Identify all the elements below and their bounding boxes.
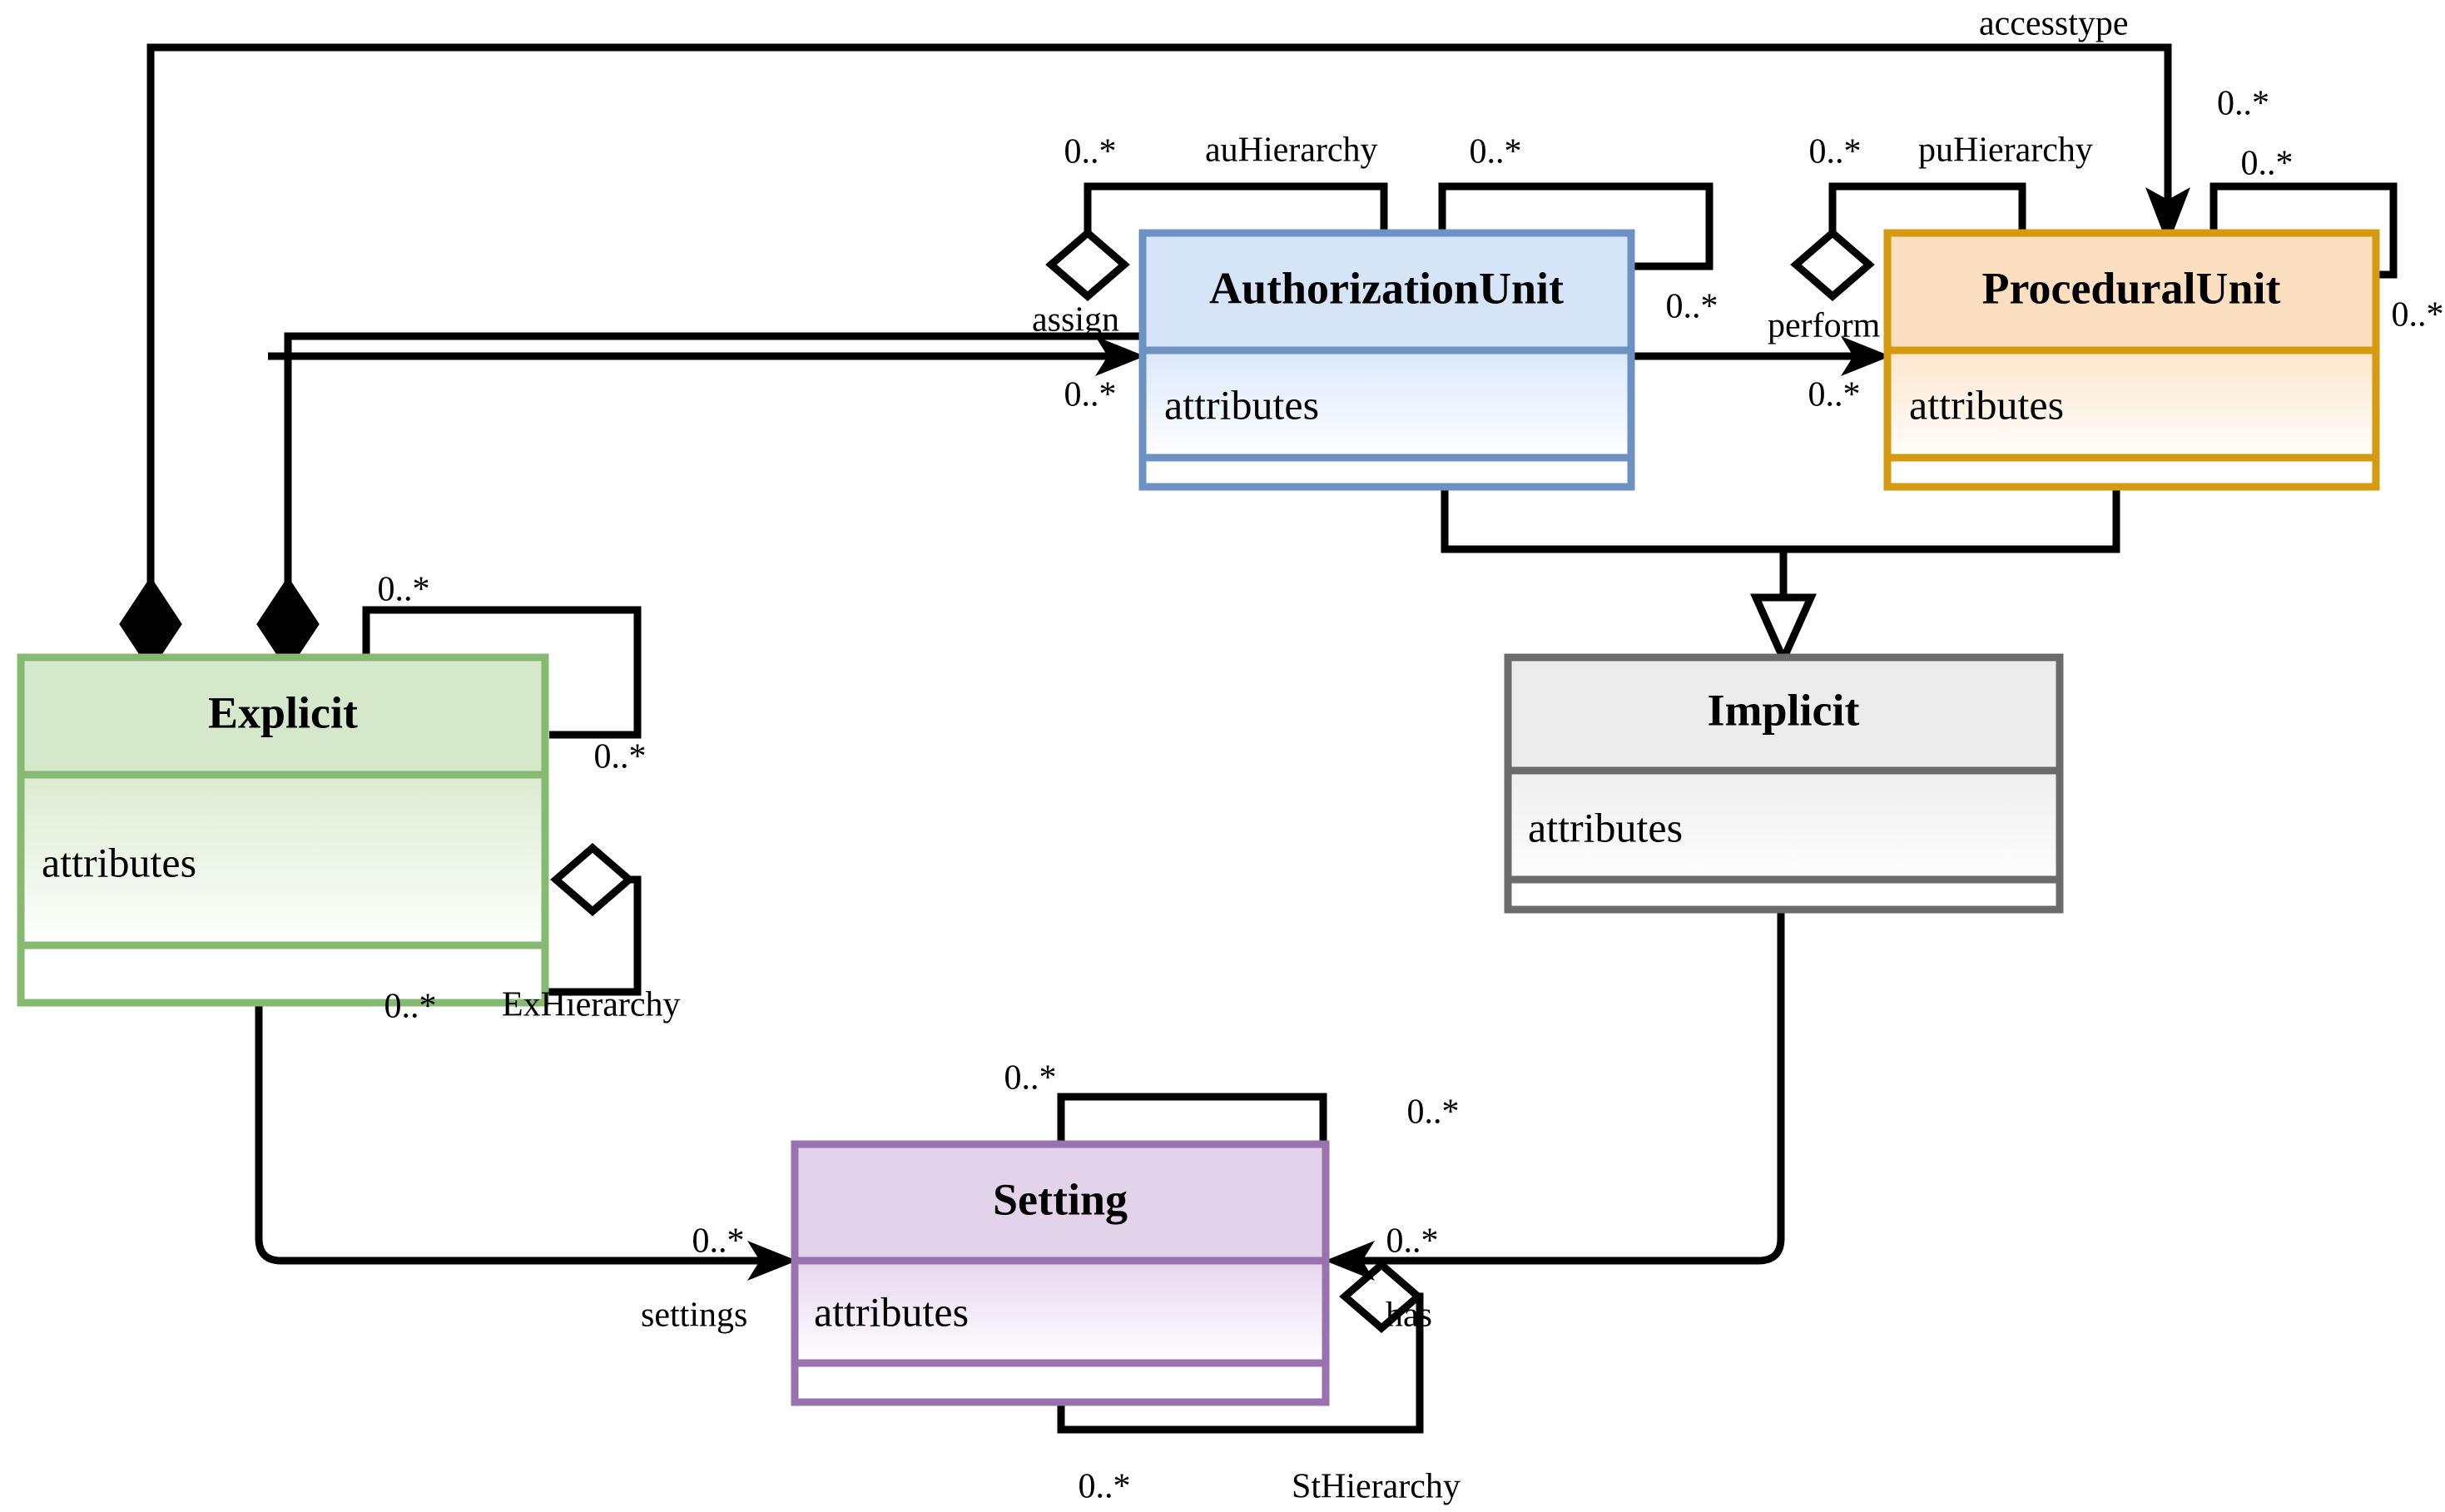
- edge-puhierarchy: [1790, 182, 2026, 301]
- generalization-triangle: [1750, 593, 1817, 669]
- proceduralunit-body-fill: [1891, 354, 2373, 454]
- puhierarchy-aggregation-diamond: [1790, 228, 1875, 301]
- class-box-implicit[interactable]: Implicit attributes: [1504, 653, 2064, 914]
- label-assign: assign: [1032, 301, 1119, 340]
- edge-composition-right: [284, 332, 1143, 637]
- mult-perform-target: 0..*: [1808, 376, 1861, 414]
- label-sthierarchy: StHierarchy: [1292, 1468, 1461, 1506]
- authorizationunit-header-fill: [1146, 236, 1628, 347]
- mult-setting-right: 0..*: [1407, 1093, 1460, 1132]
- setting-attributes: attributes: [814, 1288, 969, 1335]
- composition-diamond-right: [256, 576, 320, 672]
- has-arrowhead: [1325, 1241, 1375, 1281]
- explicit-body-fill: [24, 778, 542, 942]
- auhierarchy-aggregation-diamond: [1045, 228, 1130, 301]
- edge-perform: [1627, 336, 1891, 376]
- explicit-attributes: attributes: [42, 839, 196, 885]
- proceduralunit-title: ProceduralUnit: [1982, 263, 2281, 313]
- edge-accesstype: [2145, 47, 2190, 245]
- proceduralunit-header-fill: [1891, 236, 2373, 347]
- explicit-title: Explicit: [208, 687, 358, 737]
- mult-au-right: 0..*: [1666, 288, 1718, 326]
- label-auhierarchy: auHierarchy: [1205, 131, 1378, 170]
- assign-arrowhead: [1095, 336, 1145, 376]
- mult-explicit-top: 0..*: [378, 571, 430, 609]
- authorizationunit-title: AuthorizationUnit: [1209, 263, 1564, 313]
- setting-header-fill: [798, 1148, 1322, 1257]
- mult-explicit-right: 0..*: [594, 738, 647, 776]
- mult-pu-right: 0..*: [2392, 296, 2444, 335]
- label-settings: settings: [641, 1296, 747, 1335]
- mult-puhierarchy-source: 0..*: [1809, 133, 1862, 171]
- implicit-header-fill: [1511, 661, 2056, 767]
- class-box-setting[interactable]: Setting attributes: [791, 1140, 1330, 1406]
- edge-settings: [255, 995, 797, 1281]
- class-box-authorizationunit[interactable]: AuthorizationUnit attributes: [1138, 229, 1635, 491]
- edge-sthierarchy: [1057, 1260, 1424, 1434]
- mult-auhierarchy-source: 0..*: [1064, 133, 1117, 171]
- settings-arrowhead: [747, 1241, 797, 1281]
- mult-setting-top: 0..*: [1004, 1059, 1057, 1098]
- label-has: has: [1386, 1296, 1432, 1335]
- mult-assign-source: 0..*: [1064, 376, 1117, 414]
- label-puhierarchy: puHierarchy: [1918, 131, 2093, 170]
- exhierarchy-aggregation-diamond: [550, 843, 635, 916]
- edge-assign: [268, 336, 1145, 376]
- label-accesstype: accesstype: [1979, 5, 2129, 43]
- mult-has-source: 0..*: [1386, 1222, 1439, 1261]
- explicit-header-fill: [24, 661, 542, 771]
- class-box-explicit[interactable]: Explicit attributes: [17, 653, 549, 1007]
- proceduralunit-attributes: attributes: [1909, 381, 2064, 428]
- mult-auhierarchy-target: 0..*: [1470, 133, 1522, 171]
- mult-exhierarchy: 0..*: [384, 988, 437, 1026]
- edge-auhierarchy-right: [1438, 182, 1713, 270]
- composition-diamond-left: [119, 576, 182, 672]
- edge-has: [1325, 903, 1785, 1281]
- implicit-title: Implicit: [1708, 685, 1860, 735]
- perform-arrowhead: [1841, 336, 1891, 376]
- edge-explicit-selfloop-top: [362, 606, 642, 739]
- setting-title: Setting: [993, 1174, 1128, 1224]
- edge-generalization: [1441, 484, 2120, 669]
- edge-auhierarchy: [1045, 182, 1388, 301]
- implicit-body-fill: [1511, 774, 2056, 876]
- mult-settings-source: 0..*: [692, 1222, 745, 1261]
- mult-puhierarchy-target: 0..*: [2241, 145, 2294, 183]
- label-perform: perform: [1768, 307, 1881, 345]
- mult-sthierarchy: 0..*: [1079, 1468, 1131, 1506]
- accesstype-arrowhead: [2145, 187, 2190, 245]
- implicit-attributes: attributes: [1528, 804, 1683, 850]
- authorizationunit-body-fill: [1146, 354, 1628, 454]
- edge-puhierarchy-right: [2209, 182, 2398, 279]
- authorizationunit-attributes: attributes: [1164, 381, 1319, 428]
- mult-accesstype-target: 0..*: [2217, 85, 2269, 123]
- setting-body-fill: [798, 1264, 1322, 1360]
- label-exhierarchy: ExHierarchy: [502, 986, 681, 1024]
- class-box-proceduralunit[interactable]: ProceduralUnit attributes: [1883, 229, 2380, 491]
